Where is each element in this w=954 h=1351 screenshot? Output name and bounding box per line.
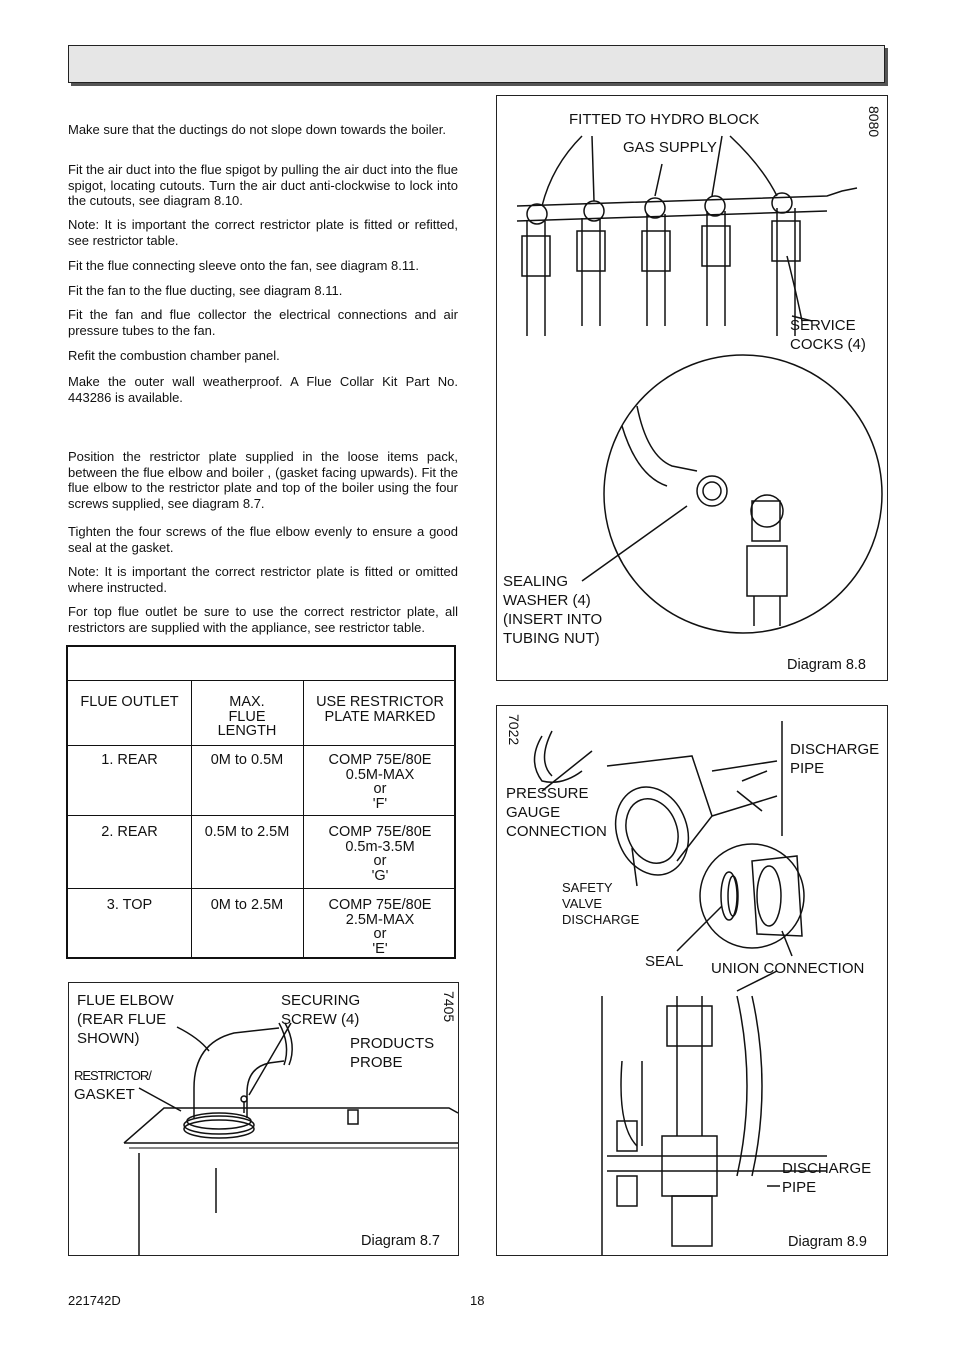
paragraph: Make sure that the ductings do not slope… [68,122,446,137]
paragraph: Fit the fan and flue collector the elect… [68,307,458,338]
table-cell: COMP 75E/80E 0.5M-MAX or 'F' [328,752,432,812]
diagram-code: 8080 [866,106,882,138]
table-cell: 2. REAR [101,824,158,840]
label-restrictor: RESTRICTOR/ [74,1068,152,1083]
diagram-8-7: FLUE ELBOW (REAR FLUE SHOWN) SECURING SC… [68,982,459,1256]
table-header: USE RESTRICTOR PLATE MARKED [316,694,444,725]
label-sealing-washer: SEALING WASHER (4) (INSERT INTO TUBING N… [503,573,603,647]
diagram-caption: Diagram 8.9 [788,1234,867,1250]
label-safety-valve-discharge: SAFETY VALVE DISCHARGE [562,880,640,927]
paragraph: Note: It is important the correct restri… [68,564,458,595]
table-cell: 3. TOP [106,897,153,913]
label-discharge-pipe-top: DISCHARGE PIPE [790,741,880,777]
paragraph: Refit the combustion chamber panel. [68,348,280,363]
label-service-cocks: SERVICE COCKS (4) [790,317,866,353]
diagram-caption: Diagram 8.7 [361,1233,440,1249]
label-fitted-to-hydro-block: FITTED TO HYDRO BLOCK [569,111,760,128]
paragraph: Fit the air duct into the flue spigot by… [68,162,458,208]
table-header: MAX. FLUE LENGTH [217,694,277,739]
diagram-caption: Diagram 8.8 [787,657,866,673]
page-number: 18 [470,1293,485,1308]
table-header: FLUE OUTLET [80,694,179,710]
document-number: 221742D [68,1293,121,1308]
table-cell: 0M to 0.5M [210,752,284,768]
restrictor-table: FLUE OUTLET MAX. FLUE LENGTH USE RESTRIC… [66,645,456,959]
label-securing-screw: SECURING SCREW (4) [281,992,361,1028]
paragraph: For top flue outlet be sure to use the c… [68,604,458,635]
label-products-probe: PRODUCTS PROBE [350,1035,435,1071]
paragraph: Note: It is important the correct restri… [68,217,458,248]
diagram-code: 7405 [441,991,457,1023]
diagram-8-8: FITTED TO HYDRO BLOCK GAS SUPPLY SERVICE… [496,95,888,681]
label-discharge-pipe-bottom: DISCHARGE PIPE [782,1160,872,1196]
table-cell: COMP 75E/80E 2.5M-MAX or 'E' [328,897,432,957]
paragraph: Position the restrictor plate supplied i… [68,449,458,511]
table-cell: 0M to 2.5M [210,897,284,913]
table-cell: COMP 75E/80E 0.5m-3.5M or 'G' [328,824,432,884]
table-cell: 1. REAR [101,752,158,768]
safety-valve-illustration [533,721,827,1255]
diagram-code: 7022 [506,714,522,746]
label-gasket: GASKET [74,1086,135,1103]
label-flue-elbow: FLUE ELBOW (REAR FLUE SHOWN) [77,992,174,1047]
table-cell: 0.5M to 2.5M [204,824,290,840]
label-union-connection: UNION CONNECTION [711,960,865,977]
paragraph: Fit the fan to the flue ducting, see dia… [68,283,343,298]
label-seal: SEAL [645,953,684,970]
section-header-bar [68,45,885,83]
paragraph: Fit the flue connecting sleeve onto the … [68,258,419,273]
paragraph: Tighten the four screws of the flue elbo… [68,524,458,555]
label-pressure-gauge-connection: PRESSURE GAUGE CONNECTION [506,785,607,840]
flue-elbow-illustration [123,1022,458,1255]
service-cocks-illustration [516,135,883,634]
diagram-8-9: DISCHARGE PIPE PRESSURE GAUGE CONNECTION… [496,705,888,1256]
label-gas-supply: GAS SUPPLY [623,139,717,156]
paragraph: Make the outer wall weatherproof. A Flue… [68,374,458,405]
